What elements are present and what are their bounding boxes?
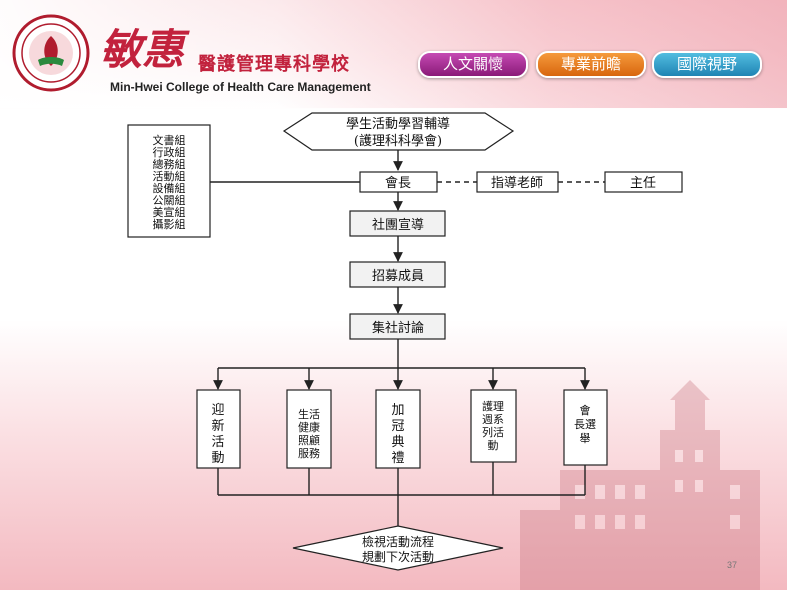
activity-4-node <box>470 389 517 463</box>
activity-3-char: 典 <box>391 435 404 450</box>
activity-2-line: 服務 <box>298 446 320 460</box>
review-line-2: 規劃下次活動 <box>362 549 434 564</box>
nav-button-humanity[interactable]: 人文關懷 <box>418 51 528 78</box>
svg-text:敏惠: 敏惠 <box>100 25 190 74</box>
brand-logo: 敏惠 <box>100 25 190 74</box>
school-name-en: Min-Hwei College of Health Care Manageme… <box>110 80 371 94</box>
group-item: 攝影組 <box>153 217 186 231</box>
activity-5-line: 會 <box>580 403 591 417</box>
activity-1-char: 活 <box>211 435 224 450</box>
activity-3-char: 禮 <box>391 451 404 466</box>
director-node <box>604 171 683 193</box>
group-item: 行政組 <box>153 145 186 159</box>
school-seal-icon <box>12 14 90 92</box>
step3-label: 集社討論 <box>372 320 424 336</box>
activity-4-line: 週系 <box>482 413 504 426</box>
activity-2-line: 健康 <box>298 420 320 434</box>
group-item: 設備組 <box>153 181 186 195</box>
activity-1-char: 動 <box>211 451 224 466</box>
group-item: 美宣組 <box>153 205 186 219</box>
group-item: 總務組 <box>153 157 186 171</box>
nav-button-international[interactable]: 國際視野 <box>652 51 762 78</box>
advisor-label: 指導老師 <box>491 176 543 191</box>
group-item: 文書組 <box>153 133 186 147</box>
step2-node <box>349 261 446 288</box>
activity-5-line: 舉 <box>580 432 591 445</box>
page-number: 37 <box>727 560 738 570</box>
advisor-node <box>476 171 559 193</box>
activity-3-node <box>375 389 421 469</box>
activity-1-node <box>196 389 241 469</box>
activity-1-char: 迎 <box>211 403 224 418</box>
top-node-line-1: 學生活動學習輔導 <box>346 117 450 132</box>
campus-building-image <box>520 380 760 590</box>
step2-label: 招募成員 <box>372 269 424 284</box>
step1-label: 社團宣導 <box>372 217 424 233</box>
activity-4-line: 護理 <box>482 399 504 413</box>
activity-1-char: 新 <box>211 418 224 434</box>
group-item: 活動組 <box>153 169 186 183</box>
president-label: 會長 <box>385 176 411 191</box>
activity-2-line: 生活 <box>298 407 320 421</box>
review-diamond-node <box>292 525 504 571</box>
activity-3-char: 冠 <box>391 419 404 434</box>
review-line-1: 檢視活動流程 <box>362 534 434 549</box>
group-item: 公關組 <box>153 194 186 207</box>
activity-2-node <box>286 389 332 469</box>
activity-4-line: 動 <box>488 438 499 452</box>
activity-4-line: 列活 <box>482 425 504 439</box>
top-node-line-2: (護理科科學會) <box>354 133 442 149</box>
groups-box <box>127 124 211 238</box>
nav-button-professional[interactable]: 專業前瞻 <box>536 51 646 78</box>
activity-3-char: 加 <box>391 403 404 418</box>
top-hexagon-node <box>282 112 515 151</box>
step1-node <box>349 210 446 237</box>
activity-2-line: 照顧 <box>298 433 320 447</box>
activity-5-line: 長選 <box>574 418 596 431</box>
director-label: 主任 <box>630 176 656 191</box>
school-name-zh: 醫護管理專科學校 <box>198 54 350 75</box>
groups-list: 文書組 行政組 總務組 活動組 設備組 公關組 美宣組 攝影組 <box>153 133 186 231</box>
